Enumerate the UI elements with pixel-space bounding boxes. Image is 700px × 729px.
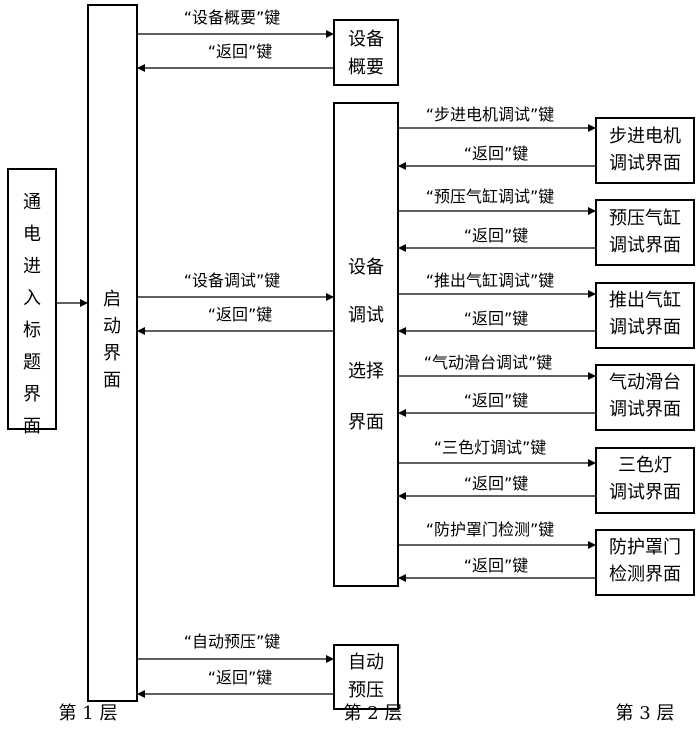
edge-guard-forward-label: “防护罩门检测”键	[426, 520, 555, 539]
power-on-text-char: 标	[23, 320, 41, 341]
node-debug-select-line-2: 调试	[348, 305, 384, 326]
node-power-on-label: 通电进入标题界面	[23, 192, 41, 437]
node-auto-press-line-2: 预压	[348, 680, 384, 701]
layer-1-suffix: 层	[99, 703, 117, 724]
node-overview-line-2: 概要	[348, 57, 384, 78]
edge-auto-back-label: “返回”键	[208, 668, 273, 687]
startup-text-char: 界	[103, 343, 121, 364]
layer-3-label: 第 3 层	[616, 703, 675, 724]
node-push-cylinder-line-1: 推出气缸	[609, 289, 681, 311]
power-on-text-char: 题	[23, 352, 41, 373]
edge-push-back-label: “返回”键	[464, 309, 529, 328]
node-push-cylinder-line-2: 调试界面	[609, 317, 681, 338]
edge-debug-forward-label: “设备调试”键	[184, 271, 281, 290]
node-auto-press-line-1: 自动	[348, 652, 384, 673]
startup-text-char: 启	[103, 289, 121, 310]
node-power-on: 通电进入标题界面	[7, 168, 57, 437]
layer-1-number: 1	[82, 703, 93, 724]
edge-slide-back-label: “返回”键	[464, 391, 529, 410]
node-debug-select-line-1: 设备	[348, 257, 384, 278]
edge-press-back-label: “返回”键	[464, 226, 529, 245]
edge-stepper-forward-label: “步进电机调试”键	[426, 105, 555, 124]
edge-lamp-forward-label: “三色灯调试”键	[434, 438, 547, 457]
layer-2-label: 第 2 层	[344, 703, 403, 724]
power-on-text-char: 入	[23, 288, 41, 309]
power-on-text-char: 界	[23, 384, 41, 405]
node-startup-label: 启动界面	[103, 289, 121, 391]
node-guard: 防护罩门 检测界面	[595, 529, 695, 596]
node-guard-line-1: 防护罩门	[609, 537, 681, 558]
edge-auto-forward-label: “自动预压”键	[184, 632, 281, 651]
power-on-text-char: 进	[23, 256, 41, 277]
node-debug-select: 设备 调试 选择 界面	[333, 102, 399, 587]
edge-slide-forward-label: “气动滑台调试”键	[424, 353, 553, 372]
startup-text-char: 面	[103, 370, 121, 391]
startup-text-char: 动	[103, 316, 121, 337]
node-push-cylinder: 推出气缸 调试界面	[595, 282, 695, 349]
node-lamp-line-1: 三色灯	[618, 455, 672, 476]
edge-overview-back-label: “返回”键	[208, 42, 273, 61]
layer-1-prefix: 第	[59, 703, 77, 724]
node-press-cylinder-line-1: 预压气缸	[609, 207, 681, 229]
edge-guard-back-label: “返回”键	[464, 556, 529, 575]
edge-press-forward-label: “预压气缸调试”键	[426, 187, 555, 206]
layer-2-suffix: 层	[384, 703, 402, 724]
layer-1-label: 第 1 层	[59, 703, 118, 724]
edge-overview-forward-label: “设备概要”键	[184, 8, 281, 27]
edge-push-forward-label: “推出气缸调试”键	[426, 271, 555, 290]
node-guard-line-2: 检测界面	[609, 564, 681, 585]
node-stepper: 步进电机 调试界面	[595, 117, 695, 184]
power-on-text-char: 面	[23, 416, 41, 437]
node-slide-line-2: 调试界面	[609, 399, 681, 420]
edge-stepper-back-label: “返回”键	[464, 144, 529, 163]
node-lamp: 三色灯 调试界面	[595, 447, 695, 514]
node-slide-line-1: 气动滑台	[609, 372, 681, 393]
node-startup: 启动界面	[87, 4, 138, 702]
layer-3-suffix: 层	[656, 703, 674, 724]
layer-3-number: 3	[639, 703, 650, 724]
power-on-text-char: 通	[23, 192, 41, 213]
layer-2-number: 2	[367, 703, 378, 724]
edge-debug-back-label: “返回”键	[208, 305, 273, 324]
node-stepper-line-2: 调试界面	[609, 153, 681, 174]
edge-lamp-back-label: “返回”键	[464, 474, 529, 493]
node-stepper-line-1: 步进电机	[609, 126, 681, 147]
node-auto-press: 自动 预压	[333, 644, 399, 710]
node-press-cylinder: 预压气缸 调试界面	[595, 199, 695, 266]
node-press-cylinder-line-2: 调试界面	[609, 235, 681, 256]
node-lamp-line-2: 调试界面	[609, 482, 681, 503]
layer-3-prefix: 第	[616, 703, 634, 724]
node-overview: 设备 概要	[333, 19, 399, 86]
node-debug-select-line-4: 界面	[348, 412, 384, 433]
power-on-text-char: 电	[23, 224, 41, 245]
node-overview-line-1: 设备	[348, 29, 384, 50]
node-debug-select-line-3: 选择	[348, 361, 384, 382]
node-slide: 气动滑台 调试界面	[595, 364, 695, 431]
layer-2-prefix: 第	[344, 703, 362, 724]
